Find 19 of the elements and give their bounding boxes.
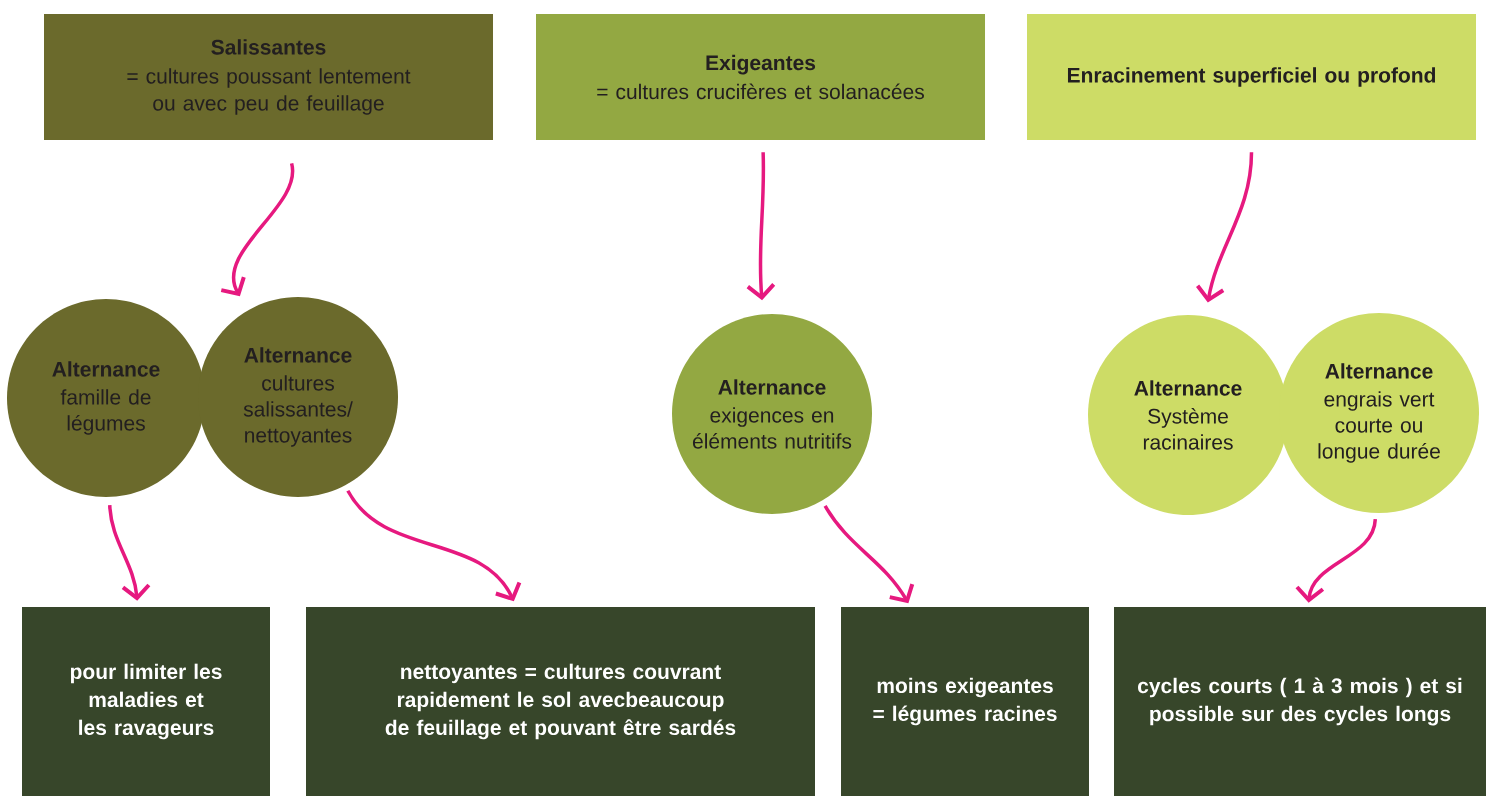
process-box: cycles courts ( 1 à 3 mois ) et si possible sur des cycles longs [1114, 607, 1486, 796]
circle-node: Alternance engrais vert courte ou longue durée [1279, 313, 1479, 513]
arrow [108, 505, 151, 601]
process-box: Exigeantes = cultures crucifères et solanacées [536, 14, 985, 140]
process-box: Salissantes = cultures poussant lentement ou avec peu de feuillage [44, 14, 493, 140]
circle-node: Alternance cultures salissantes/ nettoyantes [198, 297, 398, 497]
process-box: moins exigeantes = légumes racines [841, 607, 1089, 796]
arrow [746, 152, 776, 301]
process-box: nettoyantes = cultures couvrant rapidement le sol avecbeaucoup de feuillage et pouvant être sardés [306, 607, 815, 796]
arrow [823, 505, 915, 604]
arrow [346, 489, 522, 602]
process-box: Enracinement superficiel ou profond [1027, 14, 1476, 140]
arrow [1295, 518, 1378, 603]
arrow [1196, 152, 1254, 303]
circle-node: Alternance exigences en éléments nutritifs [672, 314, 872, 514]
circle-node: Alternance Système racinaires [1088, 315, 1288, 515]
process-box: pour limiter les maladies et les ravageurs [22, 607, 270, 796]
arrow [220, 163, 295, 297]
circle-node: Alternance famille de légumes [7, 299, 205, 497]
